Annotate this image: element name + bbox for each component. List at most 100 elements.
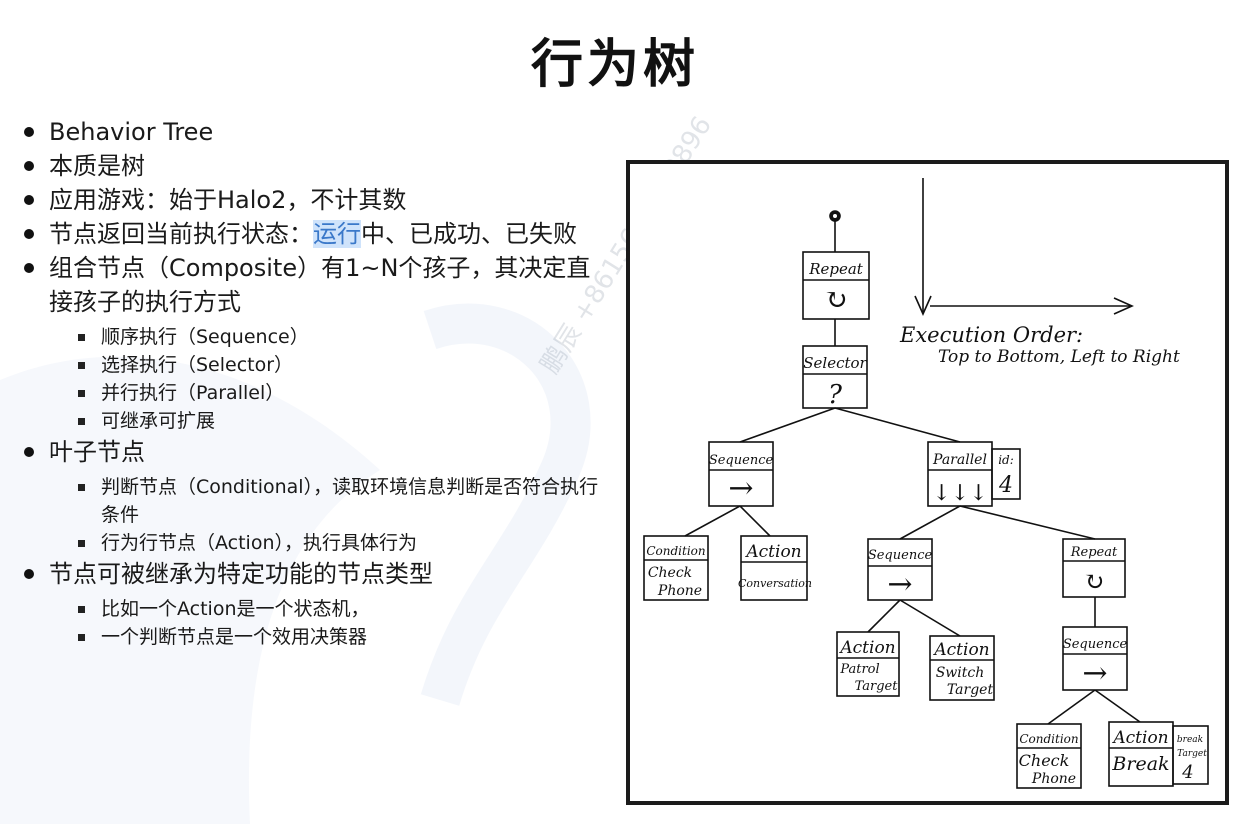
node-line1: Patrol (839, 662, 879, 677)
node-title: Parallel (932, 452, 987, 468)
arrow-right-icon: → (728, 471, 753, 506)
node-title: Action (744, 542, 801, 562)
bullet-item: 叶子节点 (22, 435, 612, 469)
sub-bullet-text: 可继承可扩展 (101, 410, 216, 432)
node-line1: Conversation (738, 577, 812, 590)
node-line2: Phone (657, 583, 702, 599)
node-title: Repeat (808, 260, 864, 278)
sub-bullet-square (78, 390, 85, 397)
sub-bullet-item: 并行执行（Parallel） (22, 379, 612, 407)
behavior-tree-diagram: Execution Order: Top to Bottom, Left to … (626, 160, 1229, 805)
arrow-right-icon: → (887, 567, 912, 602)
node-line1: Break (1111, 753, 1169, 775)
sequence-node-left: Sequence → (708, 441, 774, 507)
condition-node-left: Condition Check Phone (643, 535, 709, 601)
sub-bullet-text: 一个判断节点是一个效用决策器 (101, 626, 368, 648)
repeat-node-top: Repeat ↻ (802, 251, 870, 320)
highlighted-text[interactable]: 运行 (313, 220, 361, 248)
id-value: 4 (998, 473, 1013, 498)
sub-bullet-square (78, 634, 85, 641)
sub-bullet-item: 一个判断节点是一个效用决策器 (22, 623, 612, 651)
sub-bullet-text: 并行执行（Parallel） (101, 382, 285, 404)
bullet-text-post: 中、已成功、已失败 (361, 220, 577, 248)
sub-bullet-item: 行为行节点（Action），执行具体行为 (22, 529, 612, 557)
tag-line2: Target (1177, 749, 1207, 759)
sub-bullet-item: 比如一个Action是一个状态机， (22, 595, 612, 623)
sub-bullet-item: 选择执行（Selector） (22, 351, 612, 379)
tag-value: 4 (1181, 762, 1193, 783)
tree-edges (684, 221, 1141, 725)
question-icon: ? (828, 380, 843, 410)
parallel-node: Parallel ↓↓↓ id: 4 (927, 441, 1021, 507)
action-node-conversation: Action Conversation (738, 535, 812, 601)
page-title: 行为树 (530, 35, 699, 95)
sub-bullet-square (78, 540, 85, 547)
diagram-canvas: Execution Order: Top to Bottom, Left to … (643, 178, 1209, 789)
repeat-icon: ↻ (824, 283, 847, 316)
bullet-item: 本质是树 (22, 149, 612, 183)
node-title: Selector (803, 354, 867, 372)
arrows-down-icon: ↓↓↓ (932, 481, 987, 506)
bullet-text: 节点可被继承为特定功能的节点类型 (49, 560, 433, 588)
bullet-text: 本质是树 (49, 152, 145, 180)
sub-bullet-square (78, 606, 85, 613)
bullet-dot (24, 161, 34, 171)
bullet-item: 组合节点（Composite）有1~N个孩子，其决定直接孩子的执行方式 (22, 251, 612, 319)
bullet-item: 节点可被继承为特定功能的节点类型 (22, 557, 612, 591)
bullet-dot (24, 263, 34, 273)
bullet-dot (24, 195, 34, 205)
bullet-item: 节点返回当前执行状态：运行中、已成功、已失败 (22, 217, 612, 251)
node-title: Sequence (1063, 637, 1128, 652)
bullet-dot (24, 447, 34, 457)
execution-order-title: Execution Order: (899, 323, 1083, 347)
sub-bullet-square (78, 418, 85, 425)
sub-bullet-text: 行为行节点（Action），执行具体行为 (101, 532, 418, 554)
node-line1: Check (648, 565, 692, 581)
sub-bullet-square (78, 362, 85, 369)
bullet-item: 应用游戏：始于Halo2，不计其数 (22, 183, 612, 217)
bullet-text: 叶子节点 (49, 438, 145, 466)
arrow-right-icon: → (1082, 656, 1107, 691)
action-node-patrol: Action Patrol Target (836, 631, 900, 697)
bullet-item: Behavior Tree (22, 115, 612, 149)
sequence-node-mid: Sequence → (867, 538, 933, 602)
node-title: Repeat (1070, 545, 1118, 560)
node-title: Sequence (709, 453, 774, 468)
sub-bullet-text: 选择执行（Selector） (101, 354, 294, 376)
sub-bullet-item: 顺序执行（Sequence） (22, 323, 612, 351)
node-line1: Check (1019, 751, 1070, 770)
bullet-dot (24, 127, 34, 137)
sub-bullet-text: 判断节点（Conditional），读取环境信息判断是否符合执行条件 (101, 476, 599, 526)
bullet-text-pre: 节点返回当前执行状态： (49, 220, 313, 248)
node-line1: Switch (936, 665, 985, 681)
sub-bullet-item: 判断节点（Conditional），读取环境信息判断是否符合执行条件 (22, 473, 612, 529)
node-title: Action (838, 638, 895, 658)
sub-bullet-text: 顺序执行（Sequence） (101, 326, 309, 348)
node-title: Action (932, 640, 989, 660)
bullet-list: Behavior Tree 本质是树 应用游戏：始于Halo2，不计其数 节点返… (22, 115, 612, 651)
bullet-text: 组合节点（Composite）有1~N个孩子，其决定直接孩子的执行方式 (49, 254, 591, 316)
action-node-break: Action Break break Target 4 (1108, 721, 1209, 787)
bullet-dot (24, 569, 34, 579)
sub-bullet-text: 比如一个Action是一个状态机， (101, 598, 370, 620)
node-line2: Phone (1031, 771, 1076, 787)
sub-bullet-square (78, 334, 85, 341)
bullet-text: 应用游戏：始于Halo2，不计其数 (49, 186, 407, 214)
node-title: Sequence (868, 548, 933, 563)
sub-bullet-item: 可继承可扩展 (22, 407, 612, 435)
node-line2: Target (855, 679, 899, 694)
condition-node-right: Condition Check Phone (1016, 723, 1082, 789)
tag-line1: break (1177, 735, 1203, 745)
repeat-icon: ↻ (1084, 567, 1105, 596)
node-title: Condition (646, 544, 705, 558)
execution-order-desc: Top to Bottom, Left to Right (938, 347, 1180, 367)
node-title: Action (1111, 728, 1168, 748)
action-node-switch: Action Switch Target (929, 635, 995, 701)
bullet-dot (24, 229, 34, 239)
sub-bullet-square (78, 484, 85, 491)
repeat-node-right: Repeat ↻ (1062, 538, 1126, 598)
id-label: id: (998, 453, 1014, 467)
root-dot-center (833, 214, 837, 218)
selector-node: Selector ? (802, 345, 868, 410)
bullet-text: Behavior Tree (49, 118, 214, 146)
